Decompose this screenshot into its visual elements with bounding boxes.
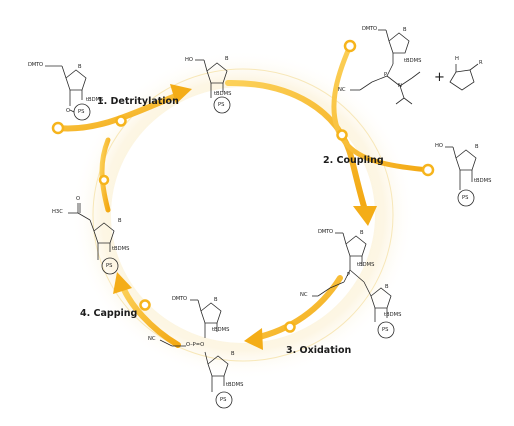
- ho-label: HO: [185, 57, 193, 63]
- molecule-capped: [68, 203, 119, 275]
- tbdms-label: tBDMS: [212, 327, 230, 333]
- base-label: B: [475, 144, 479, 150]
- base-label: B: [214, 297, 218, 303]
- step-capping-label: 4. Capping: [80, 308, 138, 319]
- ps-label: PS: [462, 195, 469, 201]
- detritylation-arrow: [51, 84, 192, 135]
- plus-sign: +: [434, 70, 445, 85]
- tbdms-label: tBDMS: [86, 97, 104, 103]
- base-label: B: [78, 64, 82, 70]
- step-detritylation-label: 1. Detritylation: [97, 96, 179, 107]
- dmto-label: DMTO: [362, 26, 377, 32]
- base-label: B: [231, 351, 235, 357]
- tbdms-label: tBDMS: [384, 312, 402, 318]
- molecule-detritylated: [195, 59, 231, 114]
- oxidation-arrow: [244, 275, 343, 350]
- h3c-label: H3C: [52, 209, 63, 215]
- base-label: B: [360, 230, 364, 236]
- r-label: R: [479, 60, 483, 66]
- h-label: H: [455, 56, 459, 62]
- ho-label: HO: [435, 143, 443, 149]
- phosphorus-label: P: [384, 72, 388, 78]
- nc-label: NC: [300, 292, 308, 298]
- tbdms-label: tBDMS: [357, 262, 375, 268]
- tbdms-label: tBDMS: [214, 91, 232, 97]
- nc-label: NC: [148, 336, 156, 342]
- ps-label: PS: [78, 109, 85, 115]
- ps-label: PS: [218, 102, 225, 108]
- dmto-label: DMTO: [172, 296, 187, 302]
- tbdms-label: tBDMS: [474, 178, 492, 184]
- molecule-phosphoramidite: [350, 29, 421, 105]
- molecule-phosphate: [159, 299, 233, 409]
- phosphate-label: O–P=O: [186, 342, 205, 348]
- oxygen-label: O: [76, 196, 81, 202]
- tbdms-label: tBDMS: [404, 58, 422, 64]
- dmto-label: DMTO: [318, 229, 333, 235]
- base-label: B: [225, 56, 229, 62]
- base-label: B: [118, 218, 122, 224]
- tetrazole: [449, 63, 479, 91]
- molecule-start: [45, 65, 91, 121]
- molecule-phosphite: [312, 232, 395, 339]
- capping-arrow: [98, 137, 181, 348]
- base-label: B: [403, 27, 407, 33]
- molecule-incoming: [445, 146, 477, 207]
- oxygen-label: O: [66, 108, 71, 114]
- step-oxidation-label: 3. Oxidation: [286, 345, 352, 356]
- ps-label: PS: [220, 397, 227, 403]
- nitrogen-label: N: [398, 83, 402, 89]
- nc-label: NC: [338, 87, 346, 93]
- ps-label: PS: [106, 263, 113, 269]
- ps-label: PS: [382, 327, 389, 333]
- phosphorus-label: P: [347, 272, 351, 278]
- coupling-arrow: [225, 39, 435, 226]
- tbdms-label: tBDMS: [226, 382, 244, 388]
- step-coupling-label: 2. Coupling: [323, 155, 384, 166]
- dmto-label: DMTO: [28, 62, 43, 68]
- base-label: B: [385, 284, 389, 290]
- tbdms-label: tBDMS: [112, 246, 130, 252]
